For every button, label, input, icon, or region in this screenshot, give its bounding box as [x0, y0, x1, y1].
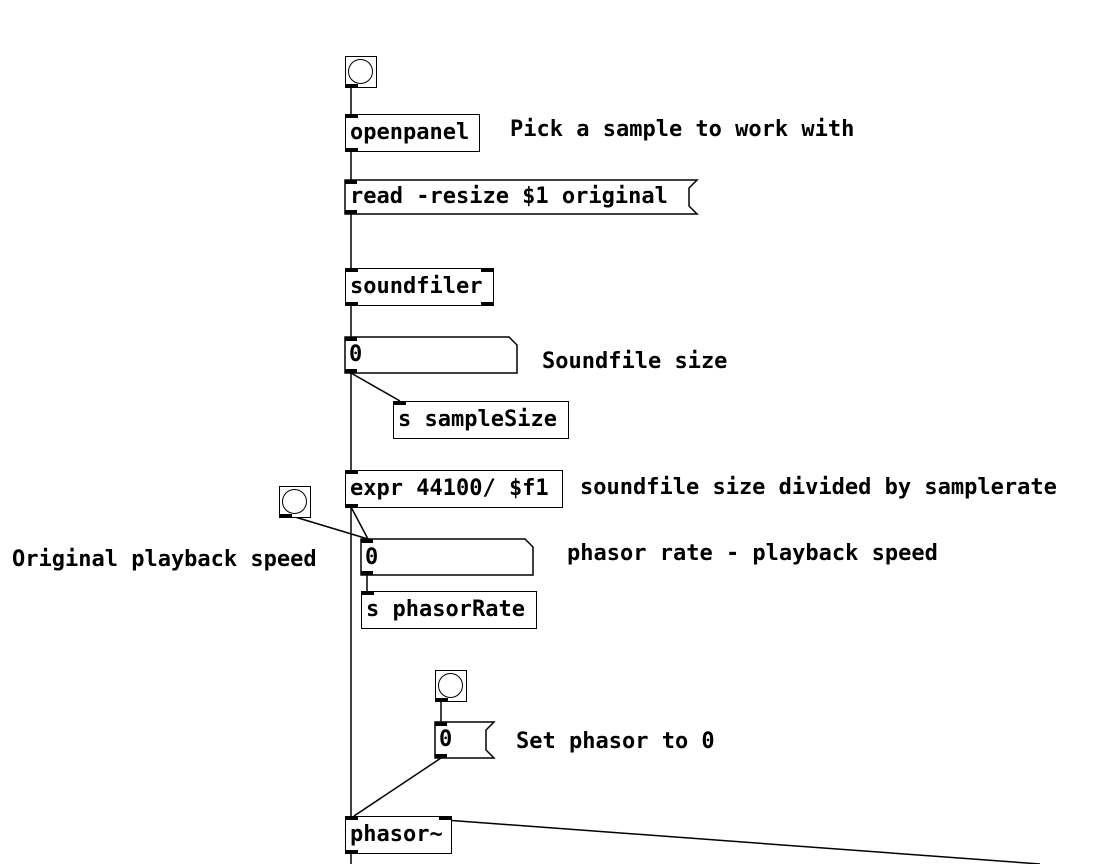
soundfile-number-shape	[344, 336, 518, 374]
send-samplesize-label: s sampleSize	[398, 407, 557, 432]
rate-number-shape	[360, 538, 534, 576]
bang-circle-icon	[282, 489, 307, 514]
comment-soundfile-size: Soundfile size	[542, 349, 728, 374]
expr-object[interactable]: expr 44100/ $f1	[345, 470, 563, 508]
comment-original-speed: Original playback speed	[12, 547, 317, 572]
zero-message[interactable]: 0	[439, 727, 453, 752]
send-phasorrate-label: s phasorRate	[366, 597, 525, 622]
soundfiler-label: soundfiler	[350, 274, 483, 299]
soundfiler-object[interactable]: soundfiler	[345, 268, 494, 306]
cord-number-send	[350, 372, 401, 402]
bang-circle-icon	[438, 673, 463, 698]
bang-circle-icon	[348, 59, 373, 84]
comment-phasor-rate: phasor rate - playback speed	[567, 541, 938, 566]
cord-msg-phasor-phase	[353, 757, 442, 817]
original-speed-bang[interactable]	[279, 486, 311, 518]
openpanel-label: openpanel	[350, 120, 470, 145]
send-phasorrate-object[interactable]: s phasorRate	[361, 591, 537, 629]
comment-pick-sample: Pick a sample to work with	[510, 117, 855, 142]
phasor-object[interactable]: phasor~	[345, 816, 452, 854]
cord-bang-rate	[294, 516, 369, 540]
cord-phasor-right	[444, 819, 1041, 864]
soundfile-size-number[interactable]: 0	[349, 342, 363, 367]
expr-label: expr 44100/ $f1	[350, 476, 549, 501]
openpanel-object[interactable]: openpanel	[345, 114, 480, 152]
reset-bang[interactable]	[435, 670, 467, 702]
comment-set-phasor: Set phasor to 0	[516, 729, 715, 754]
send-samplesize-object[interactable]: s sampleSize	[393, 401, 569, 439]
phasor-rate-number[interactable]: 0	[365, 545, 379, 570]
cord-expr-rate	[350, 506, 369, 540]
open-bang[interactable]	[345, 56, 377, 88]
phasor-label: phasor~	[350, 822, 443, 847]
comment-divided: soundfile size divided by samplerate	[580, 475, 1057, 500]
read-message[interactable]: read -resize $1 original	[350, 184, 668, 209]
